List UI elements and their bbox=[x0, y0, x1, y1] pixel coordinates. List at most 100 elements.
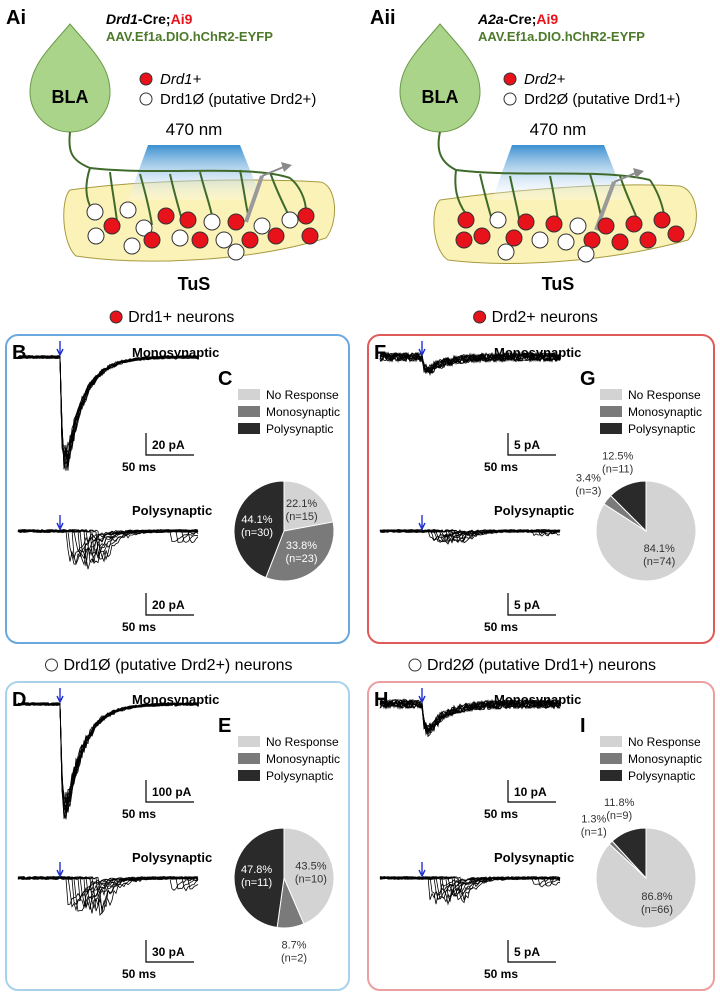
scale-amp-label: 20 pA bbox=[152, 598, 185, 612]
poly-label: Polysynaptic bbox=[132, 503, 212, 518]
legend-label: No Response bbox=[628, 388, 701, 402]
result-panel-f: Drd2+ neuronsFGMonosynapticPolysynaptic5… bbox=[367, 309, 715, 644]
virus-label-aii: AAV.Ef1a.DIO.hChR2-EYFP bbox=[478, 29, 645, 44]
pie-pct-label: 22.1% bbox=[286, 498, 317, 510]
legend-swatch bbox=[600, 770, 622, 781]
trace-line bbox=[17, 529, 198, 564]
trace-line bbox=[379, 698, 561, 732]
pie-n-label: (n=2) bbox=[281, 952, 307, 964]
pie-letter: E bbox=[218, 715, 231, 737]
pie-n-label: (n=66) bbox=[641, 904, 673, 916]
legend-swatch bbox=[238, 753, 260, 764]
scale-amp-label: 5 pA bbox=[514, 598, 540, 612]
legend-swatch bbox=[238, 770, 260, 781]
legend-label: No Response bbox=[266, 388, 339, 402]
title-marker-icon bbox=[109, 310, 123, 324]
stim-arrowhead-icon bbox=[418, 348, 426, 357]
trace-line bbox=[17, 355, 199, 463]
legend-label: Monosynaptic bbox=[628, 405, 702, 419]
virus-label-ai: AAV.Ef1a.DIO.hChR2-EYFP bbox=[106, 29, 273, 44]
scale-time-label: 50 ms bbox=[484, 807, 518, 821]
legend-swatch bbox=[238, 406, 260, 417]
pie-slice bbox=[609, 480, 647, 533]
legend-swatch bbox=[238, 423, 260, 434]
stim-arrowhead-icon bbox=[56, 348, 64, 357]
pie-pct-label: 84.1% bbox=[644, 543, 675, 555]
pie-slice bbox=[233, 827, 285, 929]
legend-swatch bbox=[600, 736, 622, 747]
pie-letter: I bbox=[580, 715, 586, 737]
legend-pos-aii: Drd2+ bbox=[524, 71, 566, 88]
stim-arrowhead-icon bbox=[418, 695, 426, 704]
stim-arrowhead-icon bbox=[56, 869, 64, 878]
scale-time-label: 50 ms bbox=[122, 967, 156, 981]
bla-region-ai bbox=[29, 23, 111, 133]
title-marker-icon bbox=[473, 310, 487, 324]
pie-pct-label: 33.8% bbox=[286, 540, 317, 552]
poly-label: Polysynaptic bbox=[132, 850, 212, 865]
trace-line bbox=[18, 876, 198, 915]
scale-bar bbox=[145, 780, 194, 803]
pie-n-label: (n=15) bbox=[286, 511, 318, 523]
result-panel-d: Drd1Ø (putative Drd2+) neuronsDEMonosyna… bbox=[5, 657, 350, 991]
legend-label: Monosynaptic bbox=[266, 752, 340, 766]
trace-line bbox=[17, 701, 199, 813]
pie-slice bbox=[233, 480, 285, 579]
bla-region-aii bbox=[399, 23, 481, 133]
cells-ai bbox=[86, 201, 319, 261]
pie-slice bbox=[283, 480, 334, 532]
panel-frame bbox=[5, 334, 350, 644]
scale-time-label: 50 ms bbox=[122, 807, 156, 821]
trace-line bbox=[379, 528, 561, 544]
legend-white-dot-ai bbox=[139, 92, 153, 106]
pie-pct-label: 43.5% bbox=[295, 860, 326, 872]
legend-white-dot-aii bbox=[503, 92, 517, 106]
trace-line bbox=[17, 355, 199, 471]
legend-red-dot-aii bbox=[503, 72, 517, 86]
panel-title: Drd1Ø (putative Drd2+) neurons bbox=[64, 657, 293, 674]
pie-pct-label: 12.5% bbox=[602, 451, 633, 463]
trace-line bbox=[17, 355, 199, 470]
pie-pct-label: 8.7% bbox=[281, 939, 306, 951]
legend-label: Polysynaptic bbox=[628, 769, 695, 783]
tus-label-aii: TuS bbox=[542, 274, 575, 294]
trace-line bbox=[379, 351, 561, 374]
scale-bar bbox=[507, 433, 556, 456]
pie-n-label: (n=74) bbox=[643, 556, 675, 568]
pie-pct-label: 47.8% bbox=[241, 864, 272, 876]
panel-title: Drd1+ neurons bbox=[128, 309, 234, 326]
pie-pct-label: 3.4% bbox=[576, 473, 601, 485]
pie-n-label: (n=23) bbox=[285, 553, 317, 565]
legend-swatch bbox=[600, 423, 622, 434]
light-cone-ai bbox=[128, 145, 262, 200]
panel-frame bbox=[5, 681, 350, 991]
pie-slice bbox=[265, 521, 335, 582]
pie-pct-label: 44.1% bbox=[241, 514, 272, 526]
legend-swatch bbox=[600, 753, 622, 764]
schematic-ai: Ai Drd1-Cre;Ai9 AAV.Ef1a.DIO.hChR2-EYFP … bbox=[6, 7, 336, 294]
scale-bar bbox=[145, 593, 194, 616]
legend-red-dot-ai bbox=[139, 72, 153, 86]
pie-pct-label: 11.8% bbox=[604, 797, 635, 809]
scale-bar bbox=[507, 940, 556, 963]
title-marker-icon bbox=[408, 658, 422, 672]
pie-slice bbox=[283, 827, 335, 925]
bla-label-aii: BLA bbox=[422, 87, 459, 107]
genotype-ai: Drd1-Cre;Ai9 bbox=[106, 11, 193, 27]
title-marker-icon bbox=[45, 658, 58, 672]
legend-label: No Response bbox=[628, 735, 701, 749]
panel-letter-ai: Ai bbox=[6, 7, 26, 29]
panel-letter: B bbox=[12, 342, 26, 364]
trace-line bbox=[379, 875, 560, 901]
trace-line bbox=[17, 529, 199, 564]
trace-line bbox=[17, 355, 199, 471]
scale-amp-label: 20 pA bbox=[152, 438, 185, 452]
legend-label: No Response bbox=[266, 735, 339, 749]
trace-line bbox=[17, 702, 199, 819]
trace-line bbox=[17, 529, 199, 563]
legend-swatch bbox=[600, 389, 622, 400]
poly-label: Polysynaptic bbox=[494, 850, 574, 865]
pie-pct-label: 1.3% bbox=[581, 814, 606, 826]
result-panel-b: Drd1+ neuronsBCMonosynapticPolysynaptic2… bbox=[5, 309, 350, 644]
trace-line bbox=[17, 701, 199, 811]
